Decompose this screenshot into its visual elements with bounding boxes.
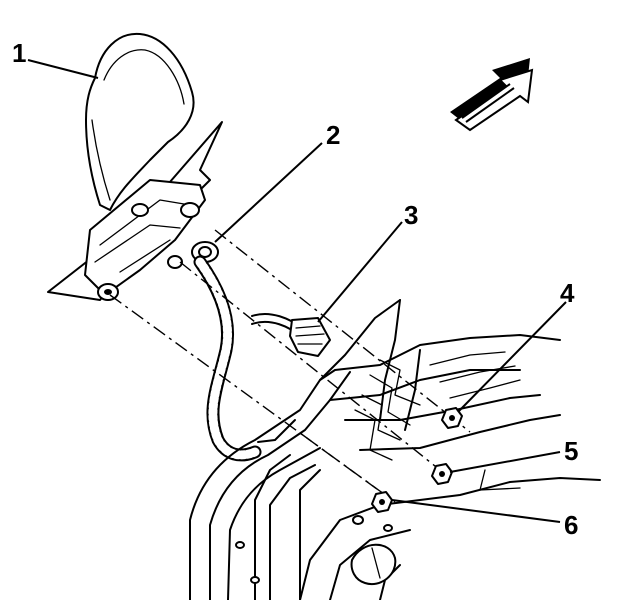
callout-5: 5 [564,436,578,466]
callout-1: 1 [12,38,26,68]
outside-mirror-assembly [47,32,223,301]
front-direction-arrow-icon [450,58,534,132]
mirror-nut-upper [441,407,463,429]
electrical-connector [289,317,331,357]
mirror-nut-middle [431,463,453,485]
callout-6: 6 [564,510,578,540]
callout-leaders [27,59,567,523]
mirror-nut-lower [371,491,393,513]
callout-2: 2 [326,120,340,150]
callout-4: 4 [560,278,575,308]
alignment-centerlines [109,229,471,503]
callout-3: 3 [404,200,418,230]
